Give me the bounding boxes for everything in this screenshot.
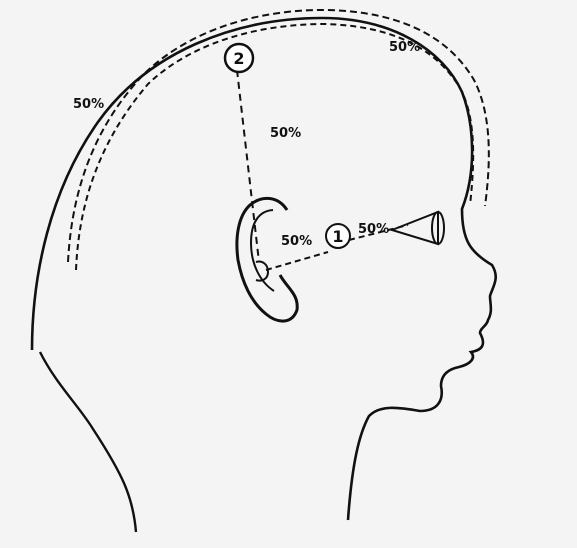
ear-percent-label: 50% [281, 234, 312, 249]
top-right-percent-label: 50% [389, 40, 420, 55]
eye-percent-label: 50% [358, 222, 389, 237]
marker-1-label: 1 [332, 227, 343, 246]
left-percent-label: 50% [73, 97, 104, 112]
marker-2-label: 2 [233, 49, 244, 68]
vertical-percent-label: 50% [270, 126, 301, 141]
